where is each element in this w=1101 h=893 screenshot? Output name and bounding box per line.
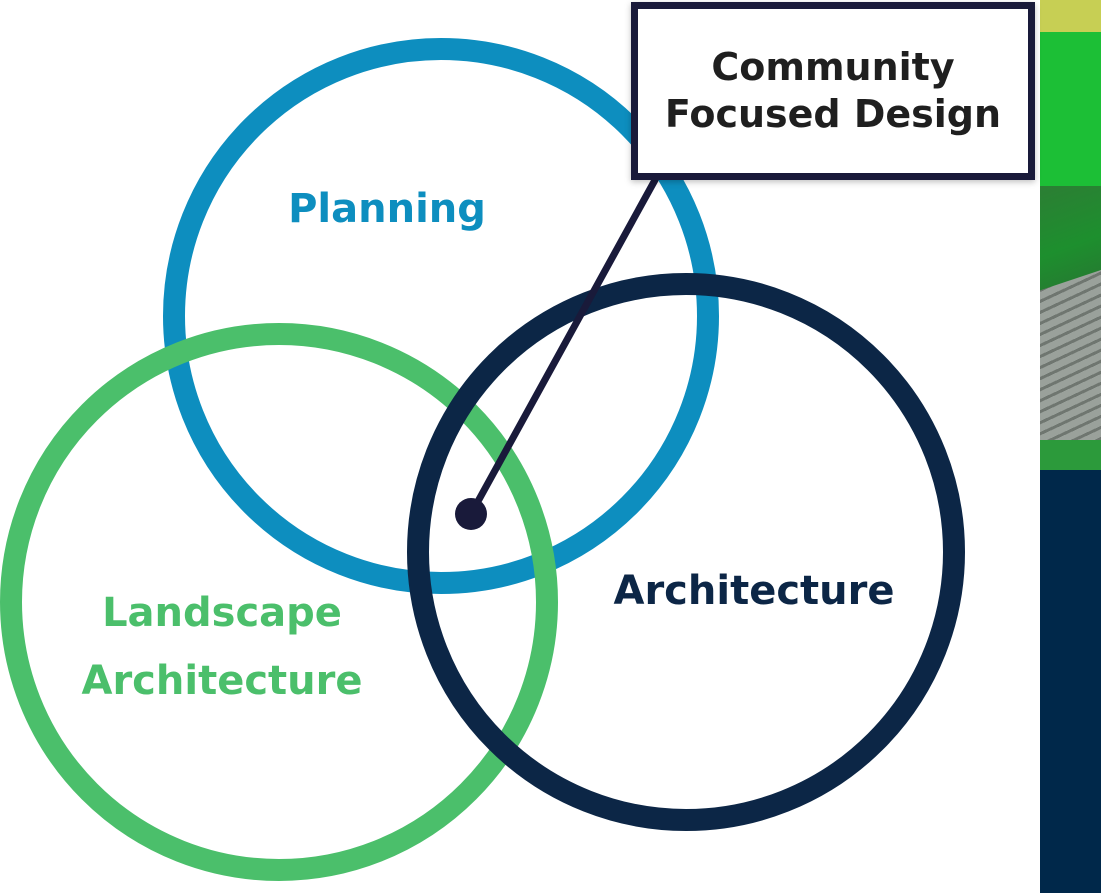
callout-box: Community Focused Design: [631, 2, 1035, 180]
landscape-label-line-2: Architecture: [82, 658, 363, 704]
architecture-label: Architecture: [614, 568, 895, 614]
photo-lawn: [1040, 440, 1101, 470]
photo-sky-band: [1040, 0, 1101, 32]
navy-side-panel: [1040, 470, 1101, 893]
planning-circle: [163, 38, 719, 594]
callout-pointer-line: [467, 176, 659, 518]
callout-title-line-1: Community: [711, 44, 955, 89]
photo-deck: [1040, 270, 1101, 440]
callout-pointer-dot: [455, 498, 487, 530]
architecture-circle: [407, 273, 965, 831]
landscape-label-line-1: Landscape: [102, 590, 342, 636]
photo-green-wall: [1040, 32, 1101, 186]
landscape-architecture-circle: [0, 323, 558, 881]
project-photo: [1040, 0, 1101, 470]
callout-title-line-2: Focused Design: [664, 92, 1002, 136]
planning-label: Planning: [288, 186, 486, 232]
